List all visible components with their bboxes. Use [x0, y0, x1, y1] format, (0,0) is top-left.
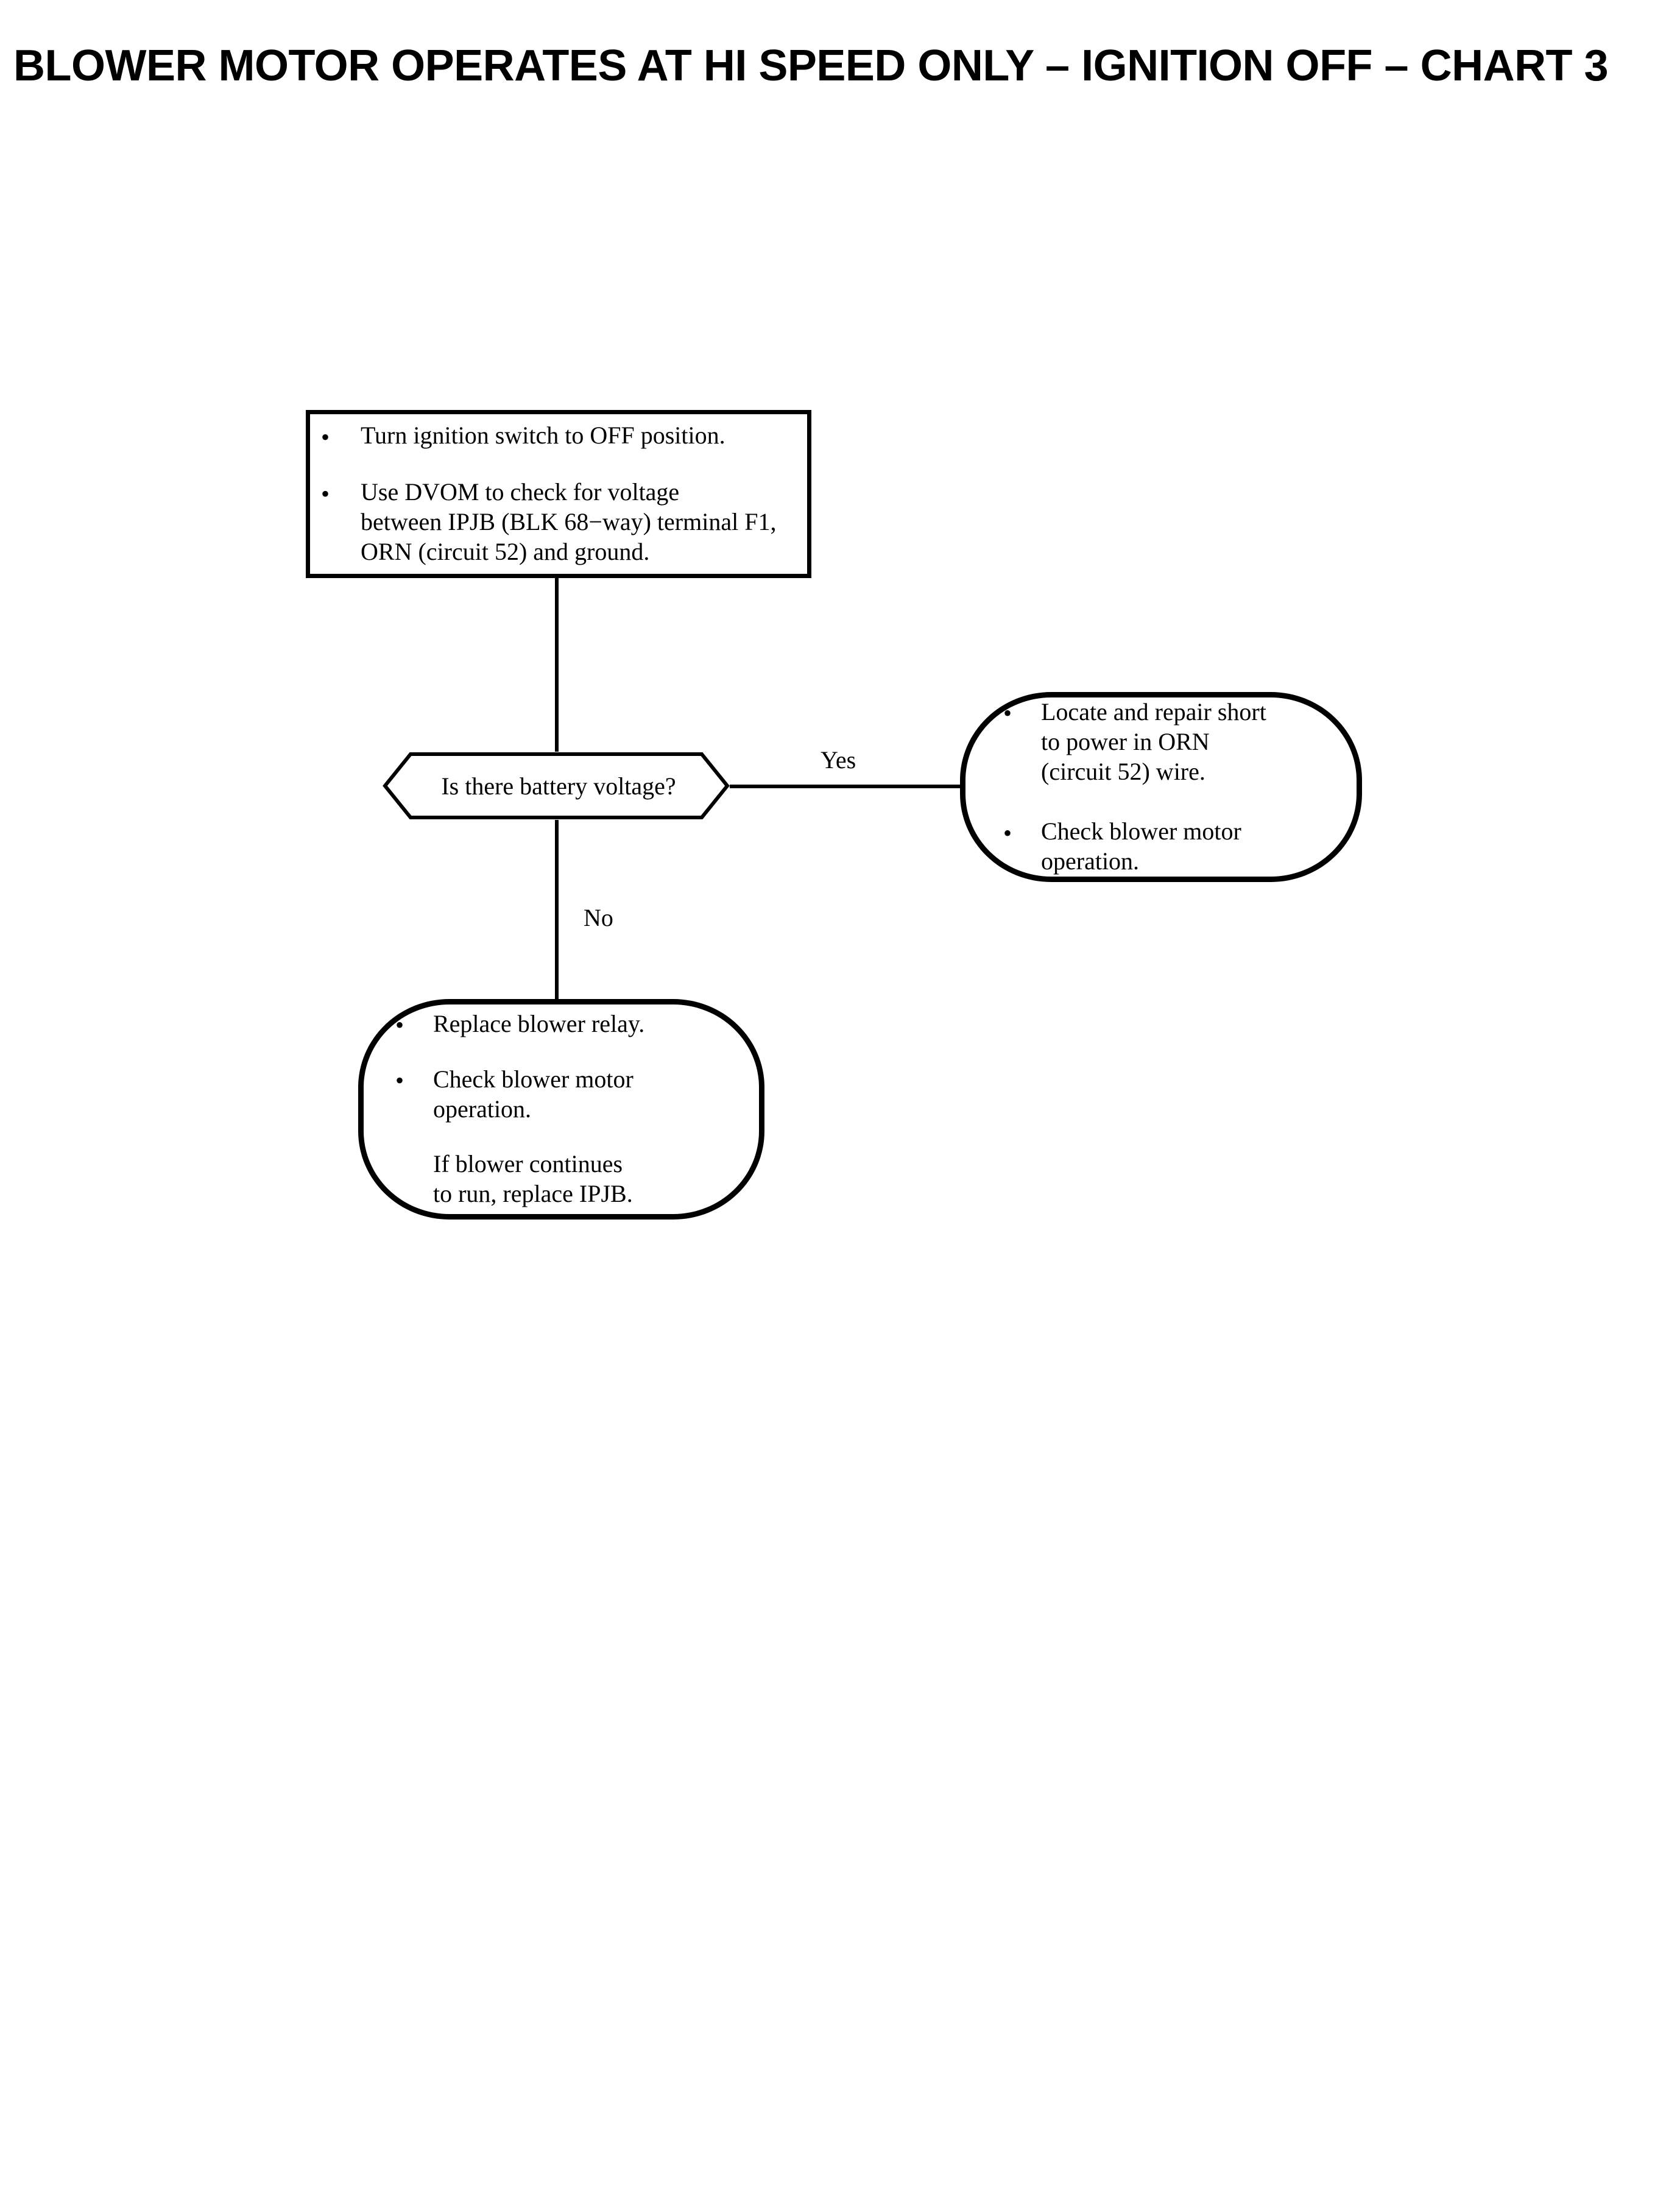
list-item-line: to power in ORN — [1041, 727, 1210, 755]
list-item-line: (circuit 52) wire. — [1041, 757, 1205, 785]
list-item-line: ORN (circuit 52) and ground. — [361, 537, 650, 565]
list-item: • Check blower motor operation. — [1003, 817, 1357, 877]
list-item: • Use DVOM to check for voltage between … — [321, 478, 807, 567]
list-item-line: between IPJB (BLK 68−way) terminal F1, — [361, 508, 777, 535]
bullet-list: • Replace blower relay. • Check blower m… — [364, 1009, 759, 1209]
list-item-line: to run, replace IPJB. — [433, 1180, 633, 1208]
list-item: • Locate and repair short to power in OR… — [1003, 697, 1357, 786]
list-item-line: Replace blower relay. — [433, 1010, 645, 1037]
list-item: • Turn ignition switch to OFF position. — [321, 421, 807, 451]
bullet-list: • Turn ignition switch to OFF position. … — [310, 421, 807, 567]
decision-node-battery-voltage: Is there battery voltage? — [383, 752, 730, 820]
list-item-line: operation. — [433, 1095, 532, 1123]
action-box-repair-short: • Locate and repair short to power in OR… — [960, 692, 1362, 882]
edge-label-yes: Yes — [821, 746, 856, 774]
step-box-check-voltage: • Turn ignition switch to OFF position. … — [306, 410, 811, 578]
list-item-line: Use DVOM to check for voltage — [361, 478, 680, 506]
bullet-list: • Locate and repair short to power in OR… — [965, 697, 1357, 877]
bullet-dot-icon: • — [1003, 819, 1012, 847]
list-item-line: Turn ignition switch to OFF position. — [361, 422, 725, 450]
list-item: If blower continues to run, replace IPJB… — [395, 1149, 759, 1209]
decision-label: Is there battery voltage? — [441, 772, 676, 800]
list-item: • Replace blower relay. — [395, 1009, 759, 1039]
list-item-line: If blower continues — [433, 1150, 623, 1178]
bullet-dot-icon: • — [1003, 699, 1012, 727]
edge-label-no: No — [584, 904, 613, 931]
hexagon-shape — [383, 752, 730, 820]
list-item-line: Locate and repair short — [1041, 698, 1266, 725]
list-item-line: Check blower motor — [1041, 817, 1241, 846]
list-item-line: Check blower motor — [433, 1065, 634, 1093]
bullet-dot-icon: • — [395, 1011, 404, 1039]
bullet-dot-icon: • — [321, 479, 330, 507]
list-item: • Check blower motor operation. — [395, 1065, 759, 1124]
bullet-dot-icon: • — [395, 1067, 404, 1095]
list-item-line: operation. — [1041, 847, 1140, 875]
bullet-dot-icon: • — [321, 423, 330, 451]
action-box-replace-relay: • Replace blower relay. • Check blower m… — [358, 999, 764, 1220]
page-title: BLOWER MOTOR OPERATES AT HI SPEED ONLY –… — [13, 41, 1609, 90]
